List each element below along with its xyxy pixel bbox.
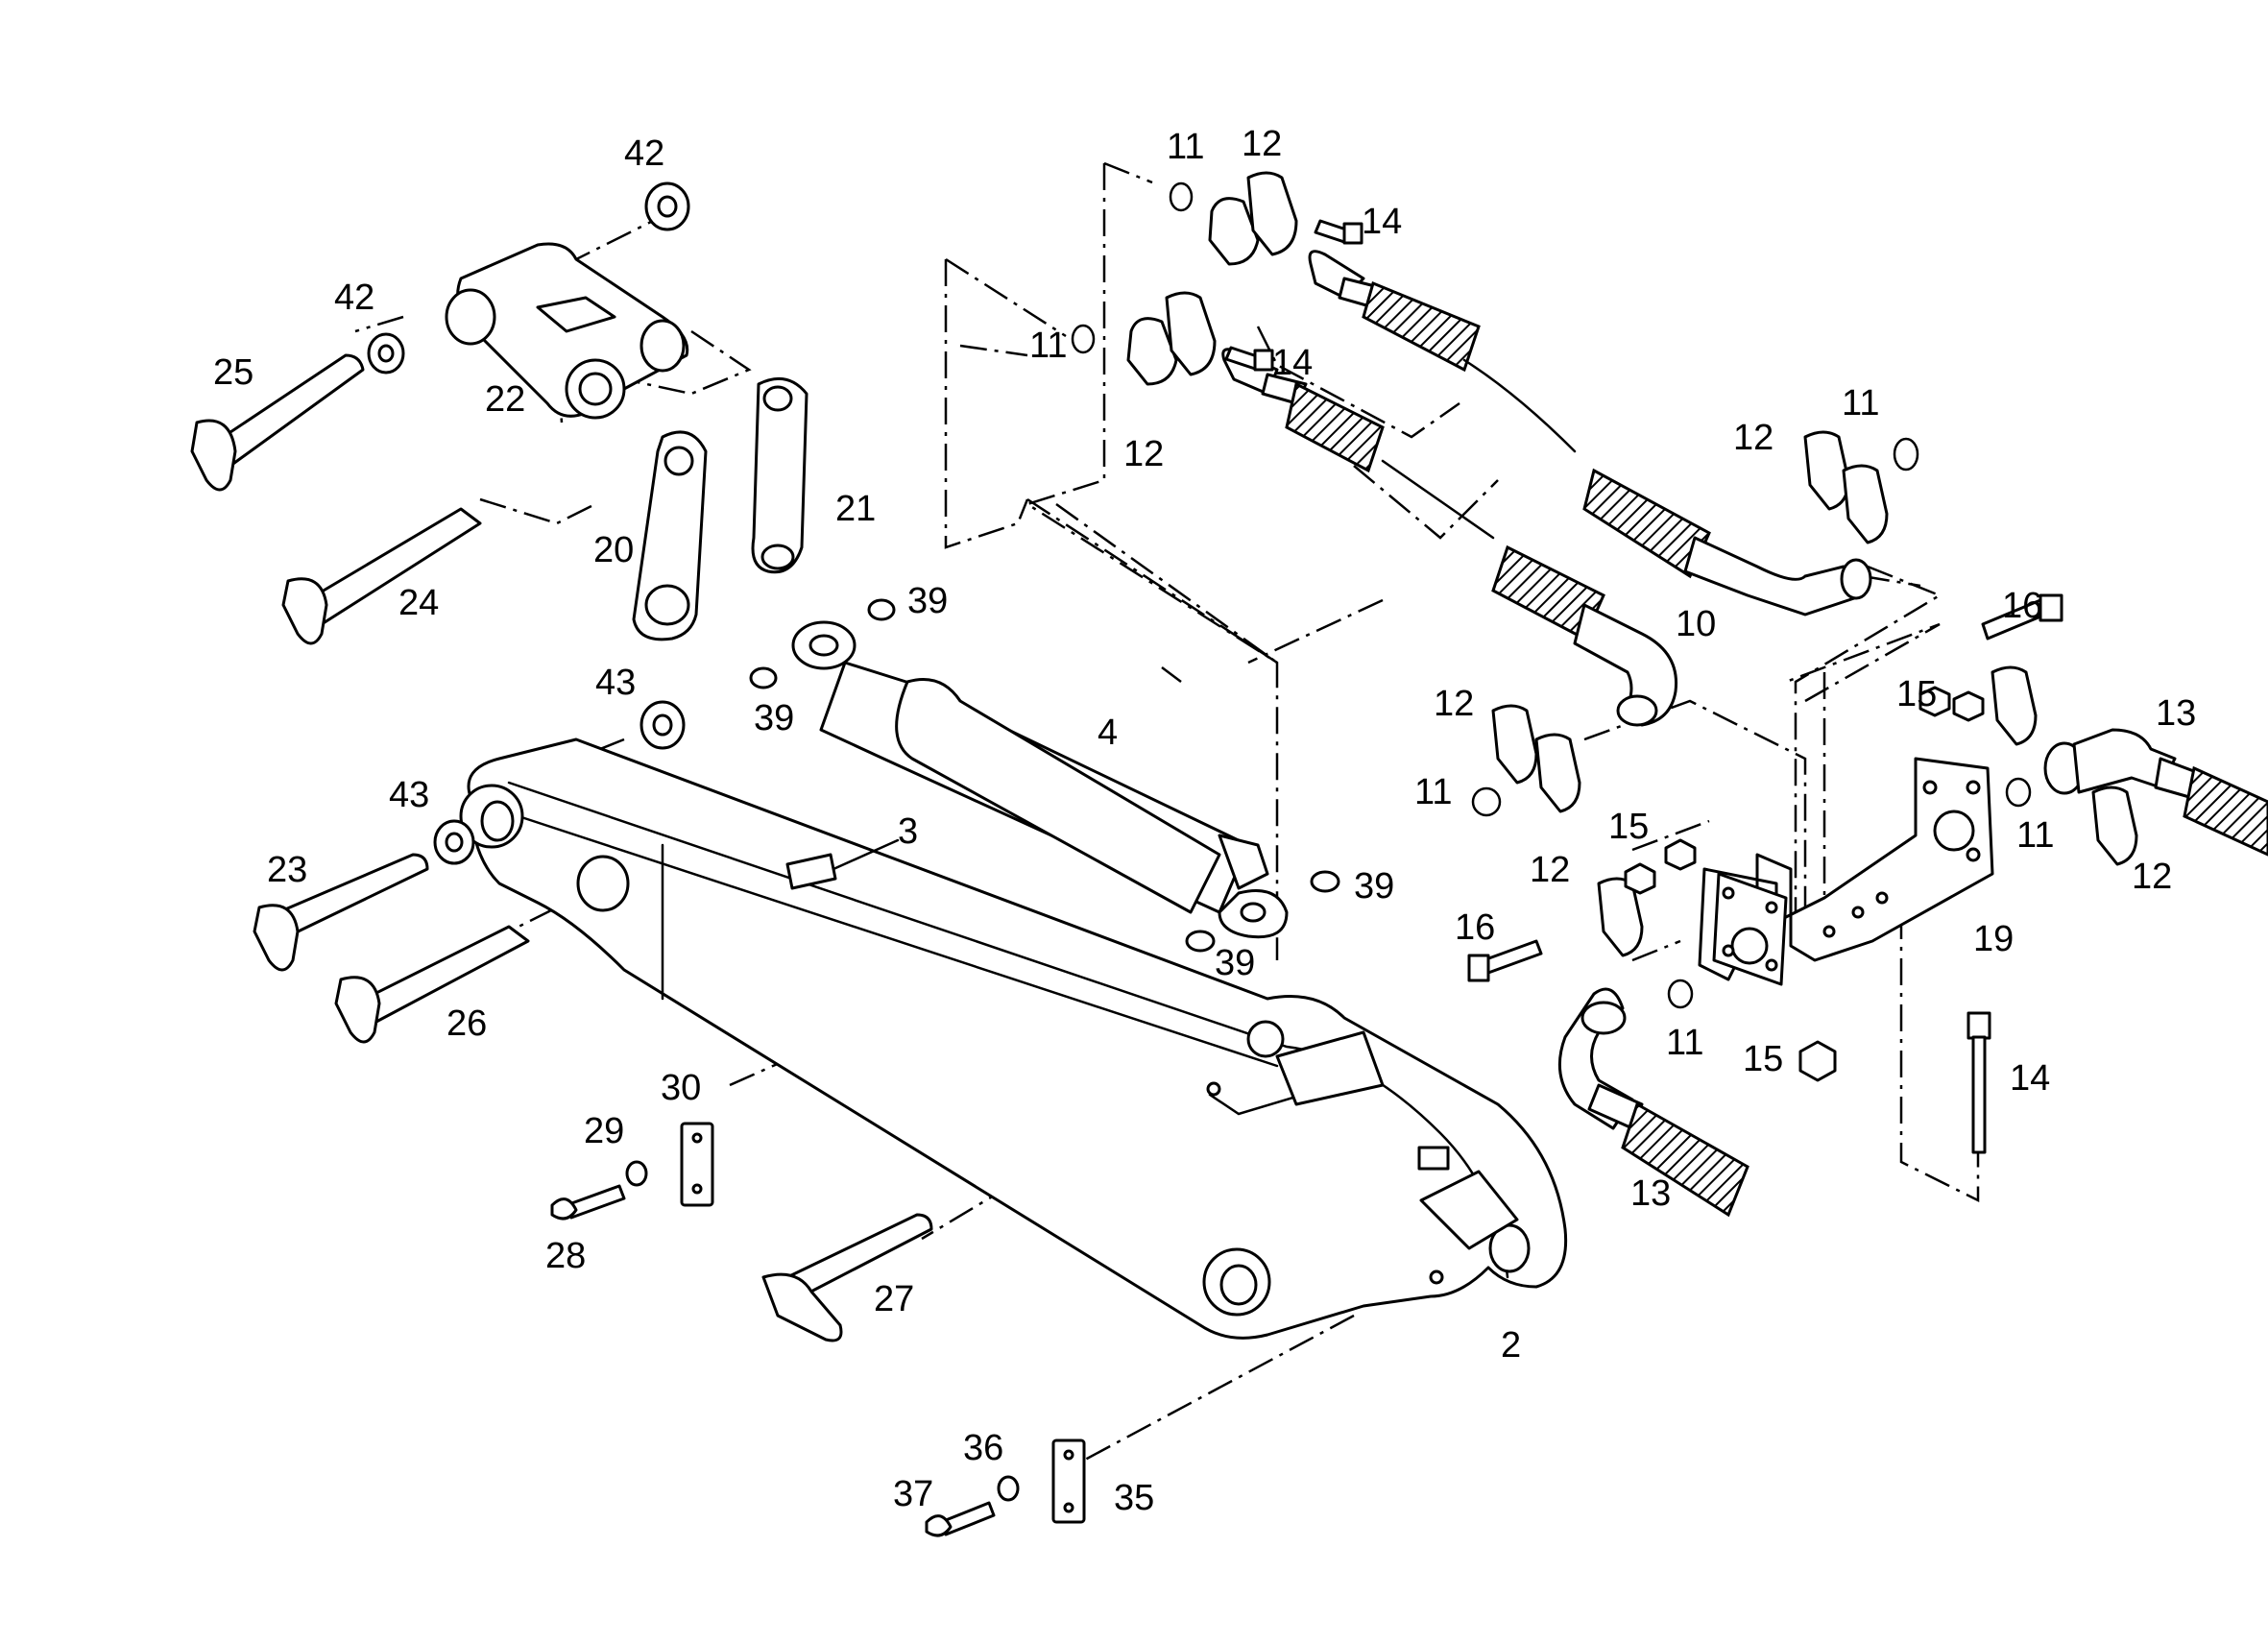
hose-13-right — [2043, 728, 2268, 857]
label-15a: 15 — [1896, 674, 1937, 714]
link-20 — [632, 430, 708, 641]
label-11f: 11 — [1666, 1023, 1703, 1063]
label-42a: 42 — [624, 133, 664, 174]
label-28: 28 — [545, 1236, 586, 1276]
label-12c: 12 — [1733, 418, 1773, 458]
label-29: 29 — [584, 1111, 624, 1151]
flange-halves-12 — [1126, 171, 2138, 957]
main-boom-arm — [459, 737, 1568, 1340]
label-39a: 39 — [907, 581, 948, 621]
hose-13-lower — [1557, 987, 1749, 1218]
label-39c: 39 — [1354, 866, 1394, 907]
o-rings-11 — [1071, 181, 2032, 1009]
plate-35-assembly — [925, 1438, 1086, 1537]
label-14a: 14 — [1362, 202, 1402, 242]
label-11e: 11 — [2016, 815, 2054, 856]
hydraulic-cylinder — [749, 598, 1340, 953]
link-assembly-22 — [445, 242, 689, 420]
pin-24 — [281, 507, 482, 645]
label-19: 19 — [1973, 919, 2014, 959]
label-26: 26 — [446, 1003, 487, 1044]
label-3: 3 — [898, 811, 918, 852]
label-43a: 43 — [595, 663, 636, 703]
label-14b: 14 — [1272, 343, 1313, 383]
bracket-19 — [1698, 757, 1994, 986]
label-12f: 12 — [1530, 850, 1570, 890]
link-21 — [751, 376, 808, 574]
label-25: 25 — [213, 352, 253, 393]
label-16a: 16 — [2002, 586, 2042, 626]
label-39d: 39 — [1215, 943, 1255, 983]
label-10: 10 — [1676, 604, 1716, 644]
pin-23 — [253, 853, 429, 972]
label-39b: 39 — [754, 698, 794, 738]
label-14c: 14 — [2010, 1058, 2050, 1099]
label-15b: 15 — [1608, 807, 1649, 847]
label-30: 30 — [661, 1068, 701, 1108]
pin-25 — [190, 353, 365, 492]
label-16b: 16 — [1455, 907, 1495, 948]
label-11b: 11 — [1029, 326, 1067, 366]
label-36: 36 — [963, 1428, 1003, 1468]
label-27: 27 — [874, 1279, 914, 1319]
label-12e: 12 — [2132, 857, 2172, 897]
label-23: 23 — [267, 850, 307, 890]
label-15c: 15 — [1743, 1039, 1783, 1079]
label-11d: 11 — [1414, 772, 1452, 812]
nuts-15 — [1624, 686, 1985, 1082]
label-37: 37 — [893, 1474, 933, 1514]
bolts-14-16 — [1224, 219, 2063, 1154]
label-35: 35 — [1114, 1478, 1154, 1518]
callout-labels: 42 42 25 22 21 20 24 43 43 23 26 30 29 2… — [213, 124, 2196, 1518]
label-11a: 11 — [1167, 127, 1204, 167]
label-2: 2 — [1501, 1325, 1521, 1366]
label-22: 22 — [485, 379, 525, 420]
label-12a: 12 — [1242, 124, 1282, 164]
hose-middle — [1221, 348, 1678, 727]
label-11c: 11 — [1842, 383, 1879, 423]
pin-26 — [334, 925, 530, 1044]
pin-27 — [761, 1213, 933, 1342]
label-21: 21 — [835, 489, 876, 529]
clip-3 — [785, 838, 900, 890]
label-12d: 12 — [1434, 684, 1474, 724]
label-13a: 13 — [2156, 693, 2196, 734]
label-42b: 42 — [334, 278, 374, 318]
plate-30-assembly — [550, 1122, 714, 1221]
washers — [367, 181, 690, 865]
label-24: 24 — [398, 583, 439, 623]
label-4: 4 — [1098, 713, 1118, 753]
label-43b: 43 — [389, 775, 429, 815]
label-20: 20 — [593, 530, 634, 570]
label-12b: 12 — [1123, 434, 1164, 474]
label-13b: 13 — [1630, 1173, 1671, 1214]
hose-upper — [1308, 250, 1872, 616]
